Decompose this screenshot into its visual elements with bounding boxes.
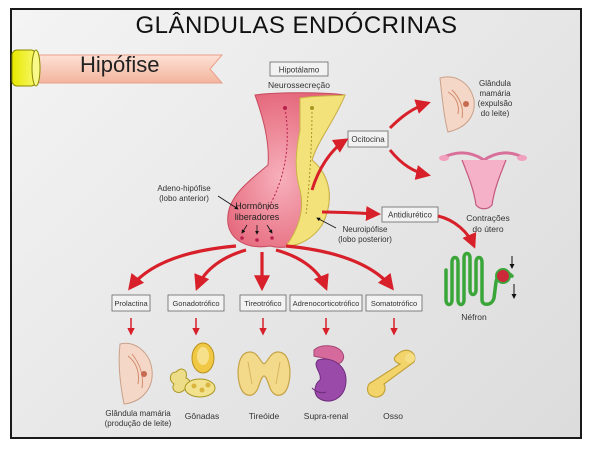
uterus-icon (439, 151, 527, 210)
mammary-expulsion-label-1: Glândula (479, 79, 512, 88)
adrenal-label: Supra-renal (304, 411, 349, 421)
mammary-production-label-1: Glândula mamária (105, 409, 171, 418)
neuro-pointer (316, 217, 337, 229)
nephron-icon (444, 251, 517, 307)
mammary-gland-production-icon (118, 342, 153, 405)
pointer-arrow (266, 224, 273, 234)
uterus-label-2: do útero (472, 224, 503, 234)
adenohypophysis-label-1: Adeno-hipófise (157, 184, 211, 193)
arrow-to-gonadotrophic (194, 248, 247, 291)
adrenocorticotrophic-box (289, 294, 363, 312)
neurohypophysis-label-2: (lobo posterior) (338, 235, 392, 244)
mammary-expulsion-label-3: (expulsão (478, 99, 513, 108)
arrow-to-somatotrophic (285, 244, 394, 291)
hormone-dot (240, 236, 244, 240)
oxytocin-label: Ocitocina (351, 135, 385, 144)
neurosecretion-path-right (305, 107, 313, 216)
pointer-arrow (241, 224, 248, 234)
arrow-to-prolactin (128, 244, 237, 291)
releasing-hormones-label-2: liberadores (235, 212, 280, 222)
bone-icon (366, 349, 416, 398)
somatotrophic-label: Somatotrófico (371, 299, 417, 308)
uterus-label-1: Contrações (466, 213, 509, 223)
thyroid-icon (237, 351, 291, 396)
arrow-to-mammary-expulsion (388, 99, 431, 130)
somatotrophic-box (365, 294, 423, 312)
page-title: GLÂNDULAS ENDÓCRINAS (135, 12, 458, 39)
adeno-pointer (217, 195, 239, 210)
adrenocorticotrophic-label: Adrenocorticotrófico (293, 299, 360, 308)
nephron-label: Néfron (461, 312, 487, 322)
gonads-label: Gônadas (185, 411, 220, 421)
prolactin-box (111, 294, 151, 312)
mammary-expulsion-label-2: mamária (479, 89, 511, 98)
releasing-hormones-label-1: Hormônios (235, 201, 279, 211)
neurohypophysis-shape (285, 94, 346, 247)
mammary-gland-icon (439, 76, 475, 133)
adenohypophysis-label-2: (lobo anterior) (159, 194, 209, 203)
neuron-dot (310, 106, 314, 110)
thyrotrophic-label: Tireotrófico (244, 299, 281, 308)
gonadotrophic-label: Gonadotrófico (172, 299, 219, 308)
neurohypophysis-label-1: Neuroipófise (343, 225, 388, 234)
arrow-to-antidiuretic (321, 205, 381, 221)
neuron-dot (283, 106, 287, 110)
hormone-dot (255, 238, 259, 242)
thyrotrophic-box (239, 294, 287, 312)
bone-label: Osso (383, 411, 403, 421)
hormone-dot (270, 236, 274, 240)
thyroid-label: Tireóide (249, 411, 280, 421)
hypothalamus-box (269, 61, 329, 77)
arrow-to-adrenocorticotrophic (275, 248, 329, 291)
gonadotrophic-box (167, 294, 225, 312)
arrow-to-uterus (388, 149, 431, 180)
mammary-production-label-2: (produção de leite) (105, 419, 172, 428)
neurosecretion-label: Neurossecreção (268, 80, 330, 90)
antidiuretic-label: Antidiurético (388, 211, 433, 220)
mammary-expulsion-label-4: do leite) (481, 109, 510, 118)
adrenal-icon (311, 345, 347, 402)
section-tab (11, 49, 224, 87)
arrow-to-oxytocin (310, 138, 349, 191)
arrow-to-nephron (437, 214, 477, 249)
prolactin-label: Prolactina (114, 299, 148, 308)
hypothalamus-label: Hipotálamo (279, 66, 320, 75)
antidiuretic-box (381, 206, 439, 223)
gonads-icon (169, 342, 216, 398)
section-label: Hipófise (80, 52, 160, 77)
